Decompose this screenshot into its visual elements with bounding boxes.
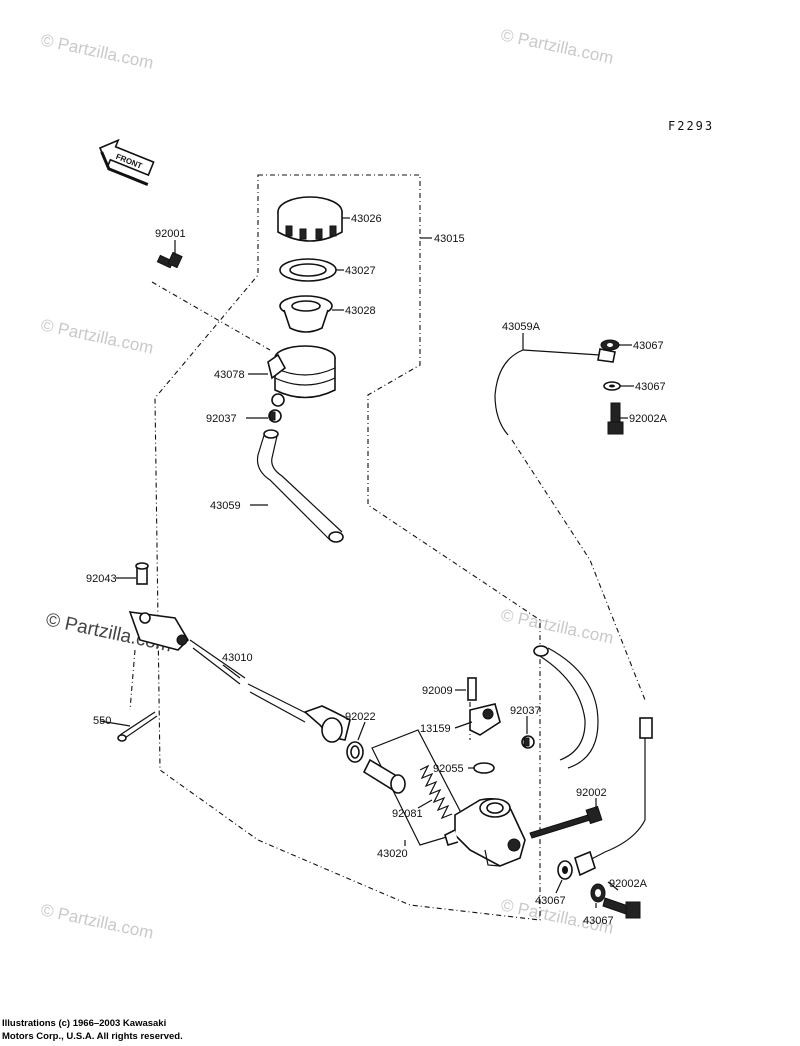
reservoir-cap: [277, 196, 343, 242]
clevis-pin: [135, 562, 149, 585]
front-arrow-icon: FRONT: [98, 138, 155, 186]
label-43026: 43026: [351, 213, 382, 225]
label-92001: 92001: [155, 228, 186, 240]
o-ring: [473, 762, 495, 774]
banjo-washers-bottom: [557, 860, 641, 919]
clamp-92037-top: [268, 409, 282, 423]
assembly-outline: [154, 174, 541, 921]
label-43027: 43027: [345, 265, 376, 277]
label-92055: 92055: [433, 763, 464, 775]
master-cylinder: [444, 798, 526, 867]
label-92037-bottom: 92037: [510, 705, 541, 717]
label-43015: 43015: [434, 233, 465, 245]
hose-line: [511, 439, 646, 701]
part-labels: 43026 43015 92001 43027 43028 43078 9203…: [86, 213, 668, 927]
label-92037-top: 92037: [206, 413, 237, 425]
watermark-1: © Partzilla.com: [39, 30, 155, 72]
watermark-3: © Partzilla.com: [39, 315, 155, 357]
hose-fitting: [467, 677, 535, 749]
reservoir-hose: [256, 429, 599, 769]
copyright-line-2: Motors Corp., U.S.A. All rights reserved…: [2, 1031, 183, 1042]
screw-leader: [151, 281, 271, 351]
label-43067-d: 43067: [583, 915, 614, 927]
push-rod: [128, 611, 351, 743]
label-43028: 43028: [345, 305, 376, 317]
label-92002A-bottom: 92002A: [609, 878, 648, 890]
brake-hose: [494, 348, 653, 877]
watermark-5: © Partzilla.com: [39, 900, 155, 942]
watermark-4: © Partzilla.com: [499, 605, 615, 647]
mount-bolt: [529, 805, 603, 839]
label-92043: 92043: [86, 573, 117, 585]
label-43059: 43059: [210, 500, 241, 512]
label-550: 550: [93, 715, 111, 727]
watermark-2: © Partzilla.com: [499, 25, 615, 67]
diaphragm-plate: [279, 258, 337, 282]
label-43067-c: 43067: [535, 895, 566, 907]
label-92081: 92081: [392, 808, 423, 820]
label-92002A-top: 92002A: [629, 413, 668, 425]
reservoir: [267, 345, 336, 407]
diaphragm: [279, 295, 333, 333]
figure-code: F2293: [668, 119, 714, 133]
label-43067-b: 43067: [635, 381, 666, 393]
piston-spring: [419, 764, 453, 820]
label-43067-a: 43067: [633, 340, 664, 352]
label-92022: 92022: [345, 711, 376, 723]
label-13159: 13159: [420, 723, 451, 735]
label-92009: 92009: [422, 685, 453, 697]
label-43078: 43078: [214, 369, 245, 381]
pin-leader: [129, 649, 136, 711]
copyright-line-1: Illustrations (c) 1966–2003 Kawasaki: [2, 1018, 166, 1029]
label-92002: 92002: [576, 787, 607, 799]
label-43020: 43020: [377, 848, 408, 860]
label-43010: 43010: [222, 652, 253, 664]
label-43059A: 43059A: [502, 321, 541, 333]
cotter-pin: [117, 711, 158, 742]
screw-92001: [156, 251, 183, 269]
banjo-washers-top: [600, 339, 624, 435]
circlip: [346, 741, 364, 763]
leader-lines: [99, 217, 634, 908]
piston: [362, 758, 406, 794]
